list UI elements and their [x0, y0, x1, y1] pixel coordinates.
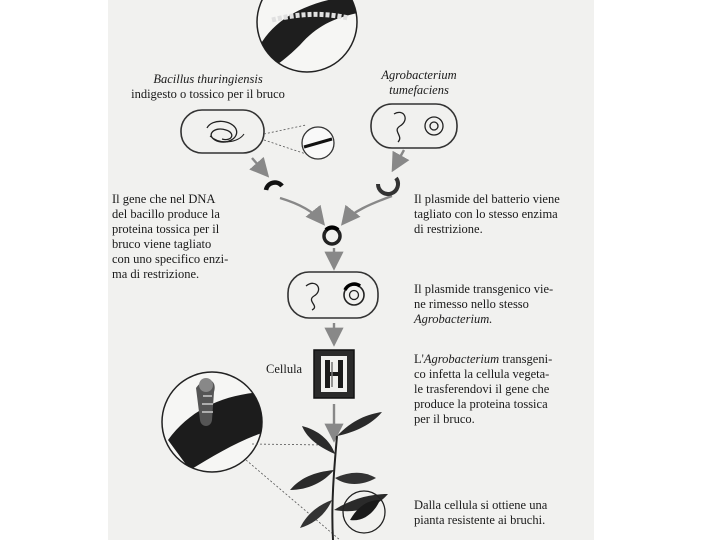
reinsert-line: ne rimesso nello stesso: [414, 297, 529, 311]
reinsert-italic-line: Agrobacterium.: [414, 312, 493, 326]
infect-suffix: transgeni-: [499, 352, 553, 366]
plasmid-cut-line: tagliato con lo stesso enzima: [414, 207, 558, 221]
plasmid-cut-line: Il plasmide del batterio viene: [414, 192, 560, 206]
step-infect-text: L'Agrobacterium transgeni- co infetta la…: [414, 352, 590, 427]
bacillus-cell: [180, 109, 265, 154]
bacillus-note: indigesto o tossico per il bruco: [131, 87, 285, 101]
bacillus-magnifier: [263, 124, 335, 160]
result-line: Dalla cellula si ottiene una: [414, 498, 548, 512]
step-result-text: Dalla cellula si ottiene una pianta resi…: [414, 498, 590, 528]
top-leaf-caterpillar-illustration: [256, 0, 358, 73]
step-plasmid-cut-text: Il plasmide del batterio viene tagliato …: [414, 192, 590, 237]
gene-cut-line: ma di restrizione.: [112, 267, 200, 281]
flow-arrows: [249, 149, 410, 443]
bacillus-name: Bacillus thuringiensis: [153, 72, 263, 86]
result-line: pianta resistente ai bruchi.: [414, 513, 546, 527]
infect-line: le trasferendovi il gene che: [414, 382, 550, 396]
agrobacterium-cell: [370, 103, 458, 149]
cell-label: Cellula: [266, 362, 303, 376]
gene-cut-line: Il gene che nel DNA: [112, 192, 216, 206]
recombinant-plasmid: [322, 225, 342, 246]
opened-plasmid: [376, 176, 400, 196]
gene-cut-line: con uno specifico enzi-: [112, 252, 229, 266]
resistant-plant: [290, 412, 388, 540]
plant-cell: [313, 349, 355, 399]
plasmid-cut-line: di restrizione.: [414, 222, 483, 236]
agrobacterium-name-line-2: tumefaciens: [389, 83, 449, 97]
infect-line: co infetta la cellula vegeta-: [414, 367, 550, 381]
gene-cut-line: proteina tossica per il: [112, 222, 220, 236]
infect-first-line: L'Agrobacterium transgeni-: [414, 352, 590, 367]
gene-cut-line: del bacillo produce la: [112, 207, 220, 221]
transgenic-agrobacterium-cell: [287, 271, 379, 319]
bottom-leaf-caterpillar-illustration: [161, 371, 341, 540]
reinsert-line: Il plasmide transgenico vie-: [414, 282, 554, 296]
bacillus-label: Bacillus thuringiensis indigesto o tossi…: [108, 72, 308, 102]
agrobacterium-name-line-1: Agrobacterium: [381, 68, 457, 82]
step-gene-cut-text: Il gene che nel DNA del bacillo produce …: [112, 192, 258, 282]
gene-cut-line: bruco viene tagliato: [112, 237, 212, 251]
infect-line: produce la proteina tossica: [414, 397, 548, 411]
step-reinsert-text: Il plasmide transgenico vie- ne rimesso …: [414, 282, 590, 327]
infect-italic: Agrobacterium: [423, 352, 500, 366]
gene-fragment: [263, 180, 284, 191]
infect-prefix: L': [414, 352, 424, 366]
infect-line: per il bruco.: [414, 412, 475, 426]
agrobacterium-label: Agrobacterium tumefaciens: [366, 68, 472, 98]
